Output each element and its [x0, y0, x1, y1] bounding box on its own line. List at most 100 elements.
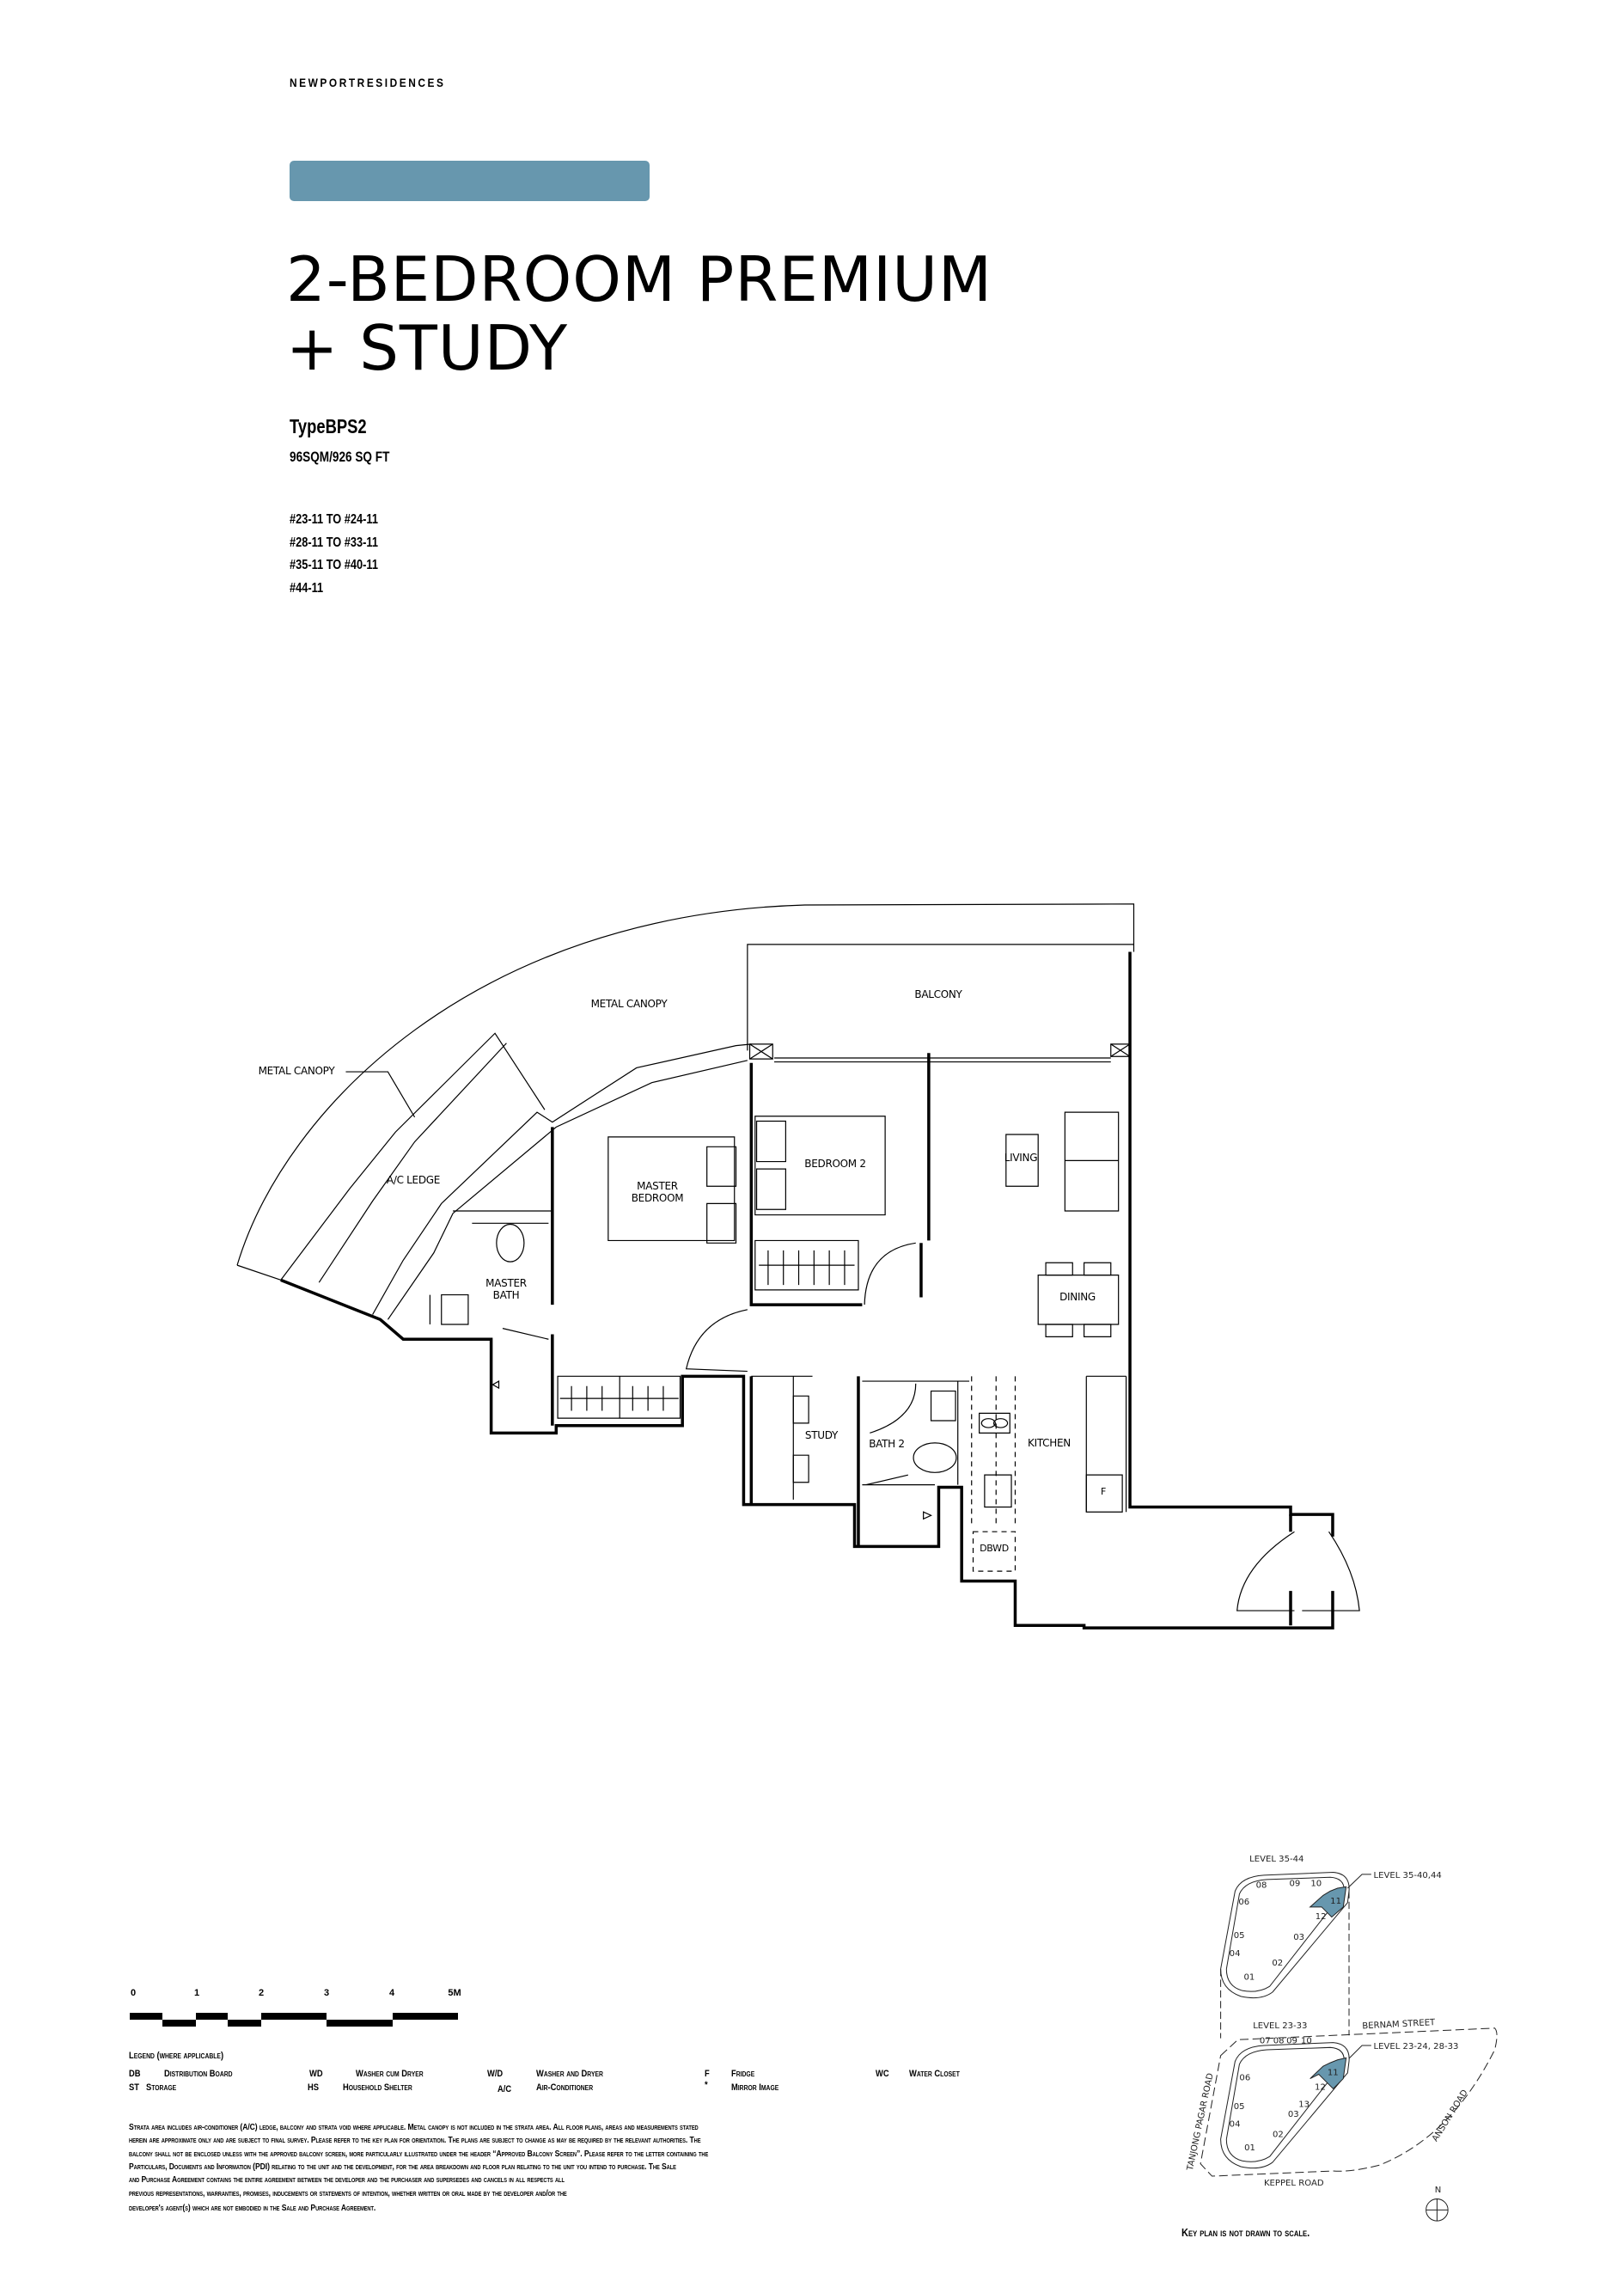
unit-range: #23-11 TO #24-11	[290, 512, 378, 527]
road-keppel: KEPPEL ROAD	[1264, 2179, 1324, 2188]
unit-number: 08	[1273, 2037, 1285, 2046]
road-bernam-street: BERNAM STREET	[1362, 2018, 1436, 2031]
label-bedroom-2: BEDROOM 2	[804, 1158, 866, 1170]
key-plan-upper-highlight: LEVEL 35-40,44	[1374, 1871, 1442, 1880]
scale-tick: 4	[388, 1988, 395, 1998]
road-tanjong-pagar: TANJONG PAGAR ROAD	[1186, 2072, 1216, 2173]
label-line: BATH	[492, 1289, 520, 1301]
label-living: LIVING	[1004, 1152, 1038, 1164]
legend-label: Air-Conditioner	[536, 2082, 594, 2093]
unit-11-highlight-lower	[1310, 2057, 1347, 2090]
legend-code: A/C	[498, 2084, 512, 2094]
disclaimer-line: and Purchase Agreement contains the enti…	[129, 2174, 565, 2185]
unit-number: 09	[1286, 2037, 1297, 2046]
label-line: MASTER	[485, 1277, 527, 1289]
unit-type: TypeBPS2	[290, 415, 367, 437]
unit-number: 12	[1316, 1912, 1327, 1922]
canopy-edge	[237, 904, 1133, 1265]
exterior-wall	[281, 952, 1333, 1629]
legend-label: Storage	[146, 2082, 177, 2093]
legend-code: HS	[308, 2082, 319, 2093]
legend-code: ST	[129, 2082, 139, 2093]
unit-number: 11	[1330, 1897, 1341, 1906]
label-metal-canopy-left: METAL CANOPY	[258, 1065, 335, 1077]
disclaimer-line: previous representations, warranties, pr…	[129, 2188, 567, 2198]
road-anson: ANSON ROAD	[1431, 2088, 1470, 2143]
scale-tick: 1	[193, 1988, 200, 1998]
unit-number: 09	[1290, 1879, 1301, 1888]
key-plan-note: Key plan is not drawn to scale.	[1181, 2226, 1310, 2239]
scale-tick: 5M	[448, 1988, 461, 1998]
unit-number: 01	[1244, 2143, 1255, 2153]
unit-number: 12	[1315, 2082, 1326, 2092]
title-line-1: 2-BEDROOM PREMIUM	[286, 243, 993, 315]
legend-code: W/D	[487, 2069, 504, 2079]
legend-heading: Legend (where applicable)	[129, 2051, 224, 2061]
title-line-2: + STUDY	[286, 312, 569, 384]
legend-label: Washer and Dryer	[536, 2069, 603, 2079]
scale-tick: 2	[258, 1988, 265, 1998]
label-bath-2: BATH 2	[869, 1438, 905, 1450]
unit-number: 11	[1328, 2069, 1339, 2078]
unit-number: 02	[1272, 1959, 1283, 1968]
brand-logo: NEWPORTRESIDENCES	[290, 76, 446, 89]
unit-range: #28-11 TO #33-11	[290, 535, 378, 550]
key-plan-lower-level: LEVEL 23-33	[1253, 2021, 1307, 2031]
unit-number: 03	[1288, 2110, 1299, 2119]
label-ac-ledge: A/C LEDGE	[386, 1174, 441, 1186]
legend-code: DB	[129, 2069, 141, 2079]
legend-label: Washer cum Dryer	[356, 2069, 424, 2079]
label-metal-canopy-top: METAL CANOPY	[590, 998, 668, 1010]
unit-number: 01	[1243, 1972, 1255, 1982]
north-label: N	[1435, 2186, 1442, 2195]
label-line: MASTER	[637, 1180, 678, 1192]
scale-tick: 3	[323, 1988, 330, 1998]
label-balcony: BALCONY	[914, 988, 962, 1000]
disclaimer-line: balcony shall not be enclosed unless wit…	[129, 2149, 709, 2159]
legend-code: F	[705, 2069, 710, 2079]
unit-number: 02	[1273, 2131, 1284, 2140]
compass-icon	[1426, 2198, 1449, 2222]
label-study: STUDY	[804, 1429, 839, 1441]
unit-number: 05	[1234, 1931, 1245, 1941]
disclaimer-line: Particulars, Documents and Information (…	[129, 2162, 676, 2172]
unit-area: 96SQM/926 SQ FT	[290, 449, 390, 465]
unit-ranges: #23-11 TO #24-11 #28-11 TO #33-11 #35-11…	[290, 509, 378, 600]
accent-bar	[290, 161, 650, 201]
legend-code: *	[705, 2080, 708, 2090]
unit-number: 03	[1293, 1933, 1304, 1942]
unit-range: #35-11 TO #40-11	[290, 558, 378, 572]
legend-label: Fridge	[731, 2069, 755, 2079]
label-fridge: F	[1100, 1486, 1107, 1497]
scale-tick: 0	[130, 1988, 137, 1998]
key-plan-lower-highlight: LEVEL 23-24, 28-33	[1374, 2042, 1459, 2051]
unit-11-highlight-upper	[1309, 1886, 1347, 1918]
legend-label: Distribution Board	[164, 2069, 233, 2079]
legend-code: WD	[309, 2069, 323, 2079]
unit-number: 06	[1239, 2073, 1250, 2082]
label-line: BEDROOM	[631, 1192, 684, 1204]
disclaimer-line: developer's agent(s) which are not embod…	[129, 2203, 376, 2213]
unit-range: #44-11	[290, 580, 324, 596]
key-plan-upper-level: LEVEL 35-44	[1249, 1855, 1303, 1864]
unit-number: 05	[1234, 2102, 1245, 2112]
legend-code: WC	[876, 2069, 889, 2079]
site-boundary	[1200, 2027, 1498, 2177]
disclaimer-line: Strata area includes air-conditioner (A/…	[129, 2122, 699, 2132]
label-dining: DINING	[1059, 1291, 1096, 1303]
unit-number: 13	[1298, 2100, 1310, 2109]
legend-label: Household Shelter	[343, 2082, 412, 2093]
legend-label: Mirror Image	[731, 2082, 779, 2093]
upper-tower-outline	[1220, 1872, 1350, 1999]
page-title: 2-BEDROOM PREMIUM + STUDY	[286, 245, 992, 382]
balcony-rail	[748, 945, 1134, 1050]
disclaimer-line: herein are approximate only and are subj…	[129, 2135, 701, 2145]
unit-number: 06	[1238, 1898, 1249, 1907]
unit-number: 04	[1230, 2120, 1241, 2130]
unit-number: 04	[1230, 1949, 1241, 1959]
label-kitchen: KITCHEN	[1028, 1437, 1071, 1449]
legend-label: Water Closet	[909, 2069, 960, 2079]
key-plan: LEVEL 35-44 LEVEL 35-40,44 08 09 10 06 1…	[1186, 1855, 1498, 2222]
